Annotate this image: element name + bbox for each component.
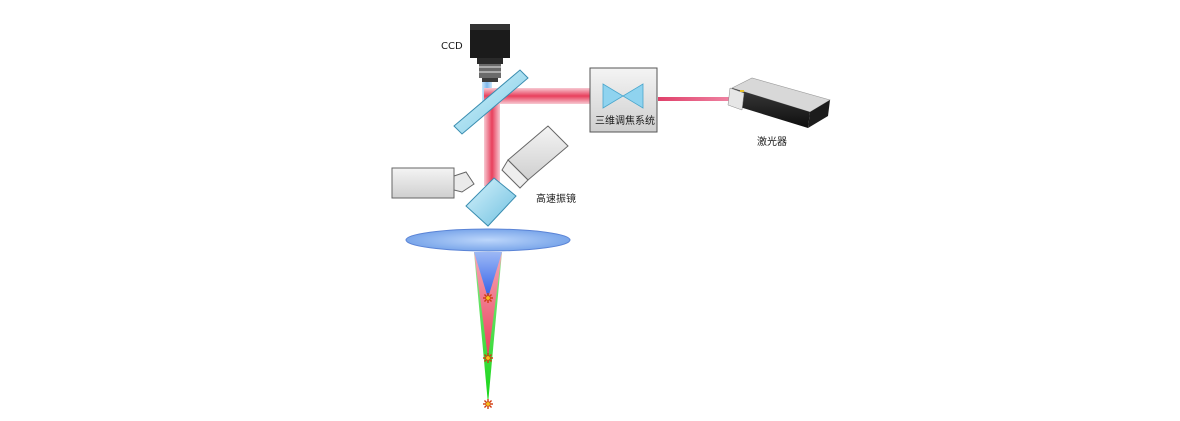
- galvo-label: 高速振镜: [536, 192, 576, 205]
- ccd-label: CCD: [441, 41, 463, 52]
- ccd-camera: [470, 24, 510, 82]
- galvo-mirror: [465, 177, 517, 227]
- focus-system-label: 三维调焦系统: [595, 114, 655, 127]
- laser-source: [727, 77, 831, 128]
- scan-lens: [405, 228, 571, 252]
- laser-output-beam: [658, 97, 738, 101]
- red-cone: [474, 252, 502, 358]
- red-beam-vertical: [484, 100, 500, 186]
- focus-point-blue: [483, 293, 493, 303]
- blue-cone: [474, 252, 502, 298]
- focus-point-green: [483, 399, 493, 409]
- focus-system-box: [589, 67, 658, 133]
- laser-label: 激光器: [757, 135, 787, 148]
- beam-splitter-mirror: [453, 69, 529, 135]
- output-beam-cones: [474, 252, 502, 404]
- galvo-motor-left: [391, 167, 475, 199]
- focal-points: [483, 293, 493, 409]
- galvo-motor-right: [501, 125, 569, 189]
- bowtie-lens-icon: [602, 83, 644, 109]
- focus-point-red: [483, 353, 493, 363]
